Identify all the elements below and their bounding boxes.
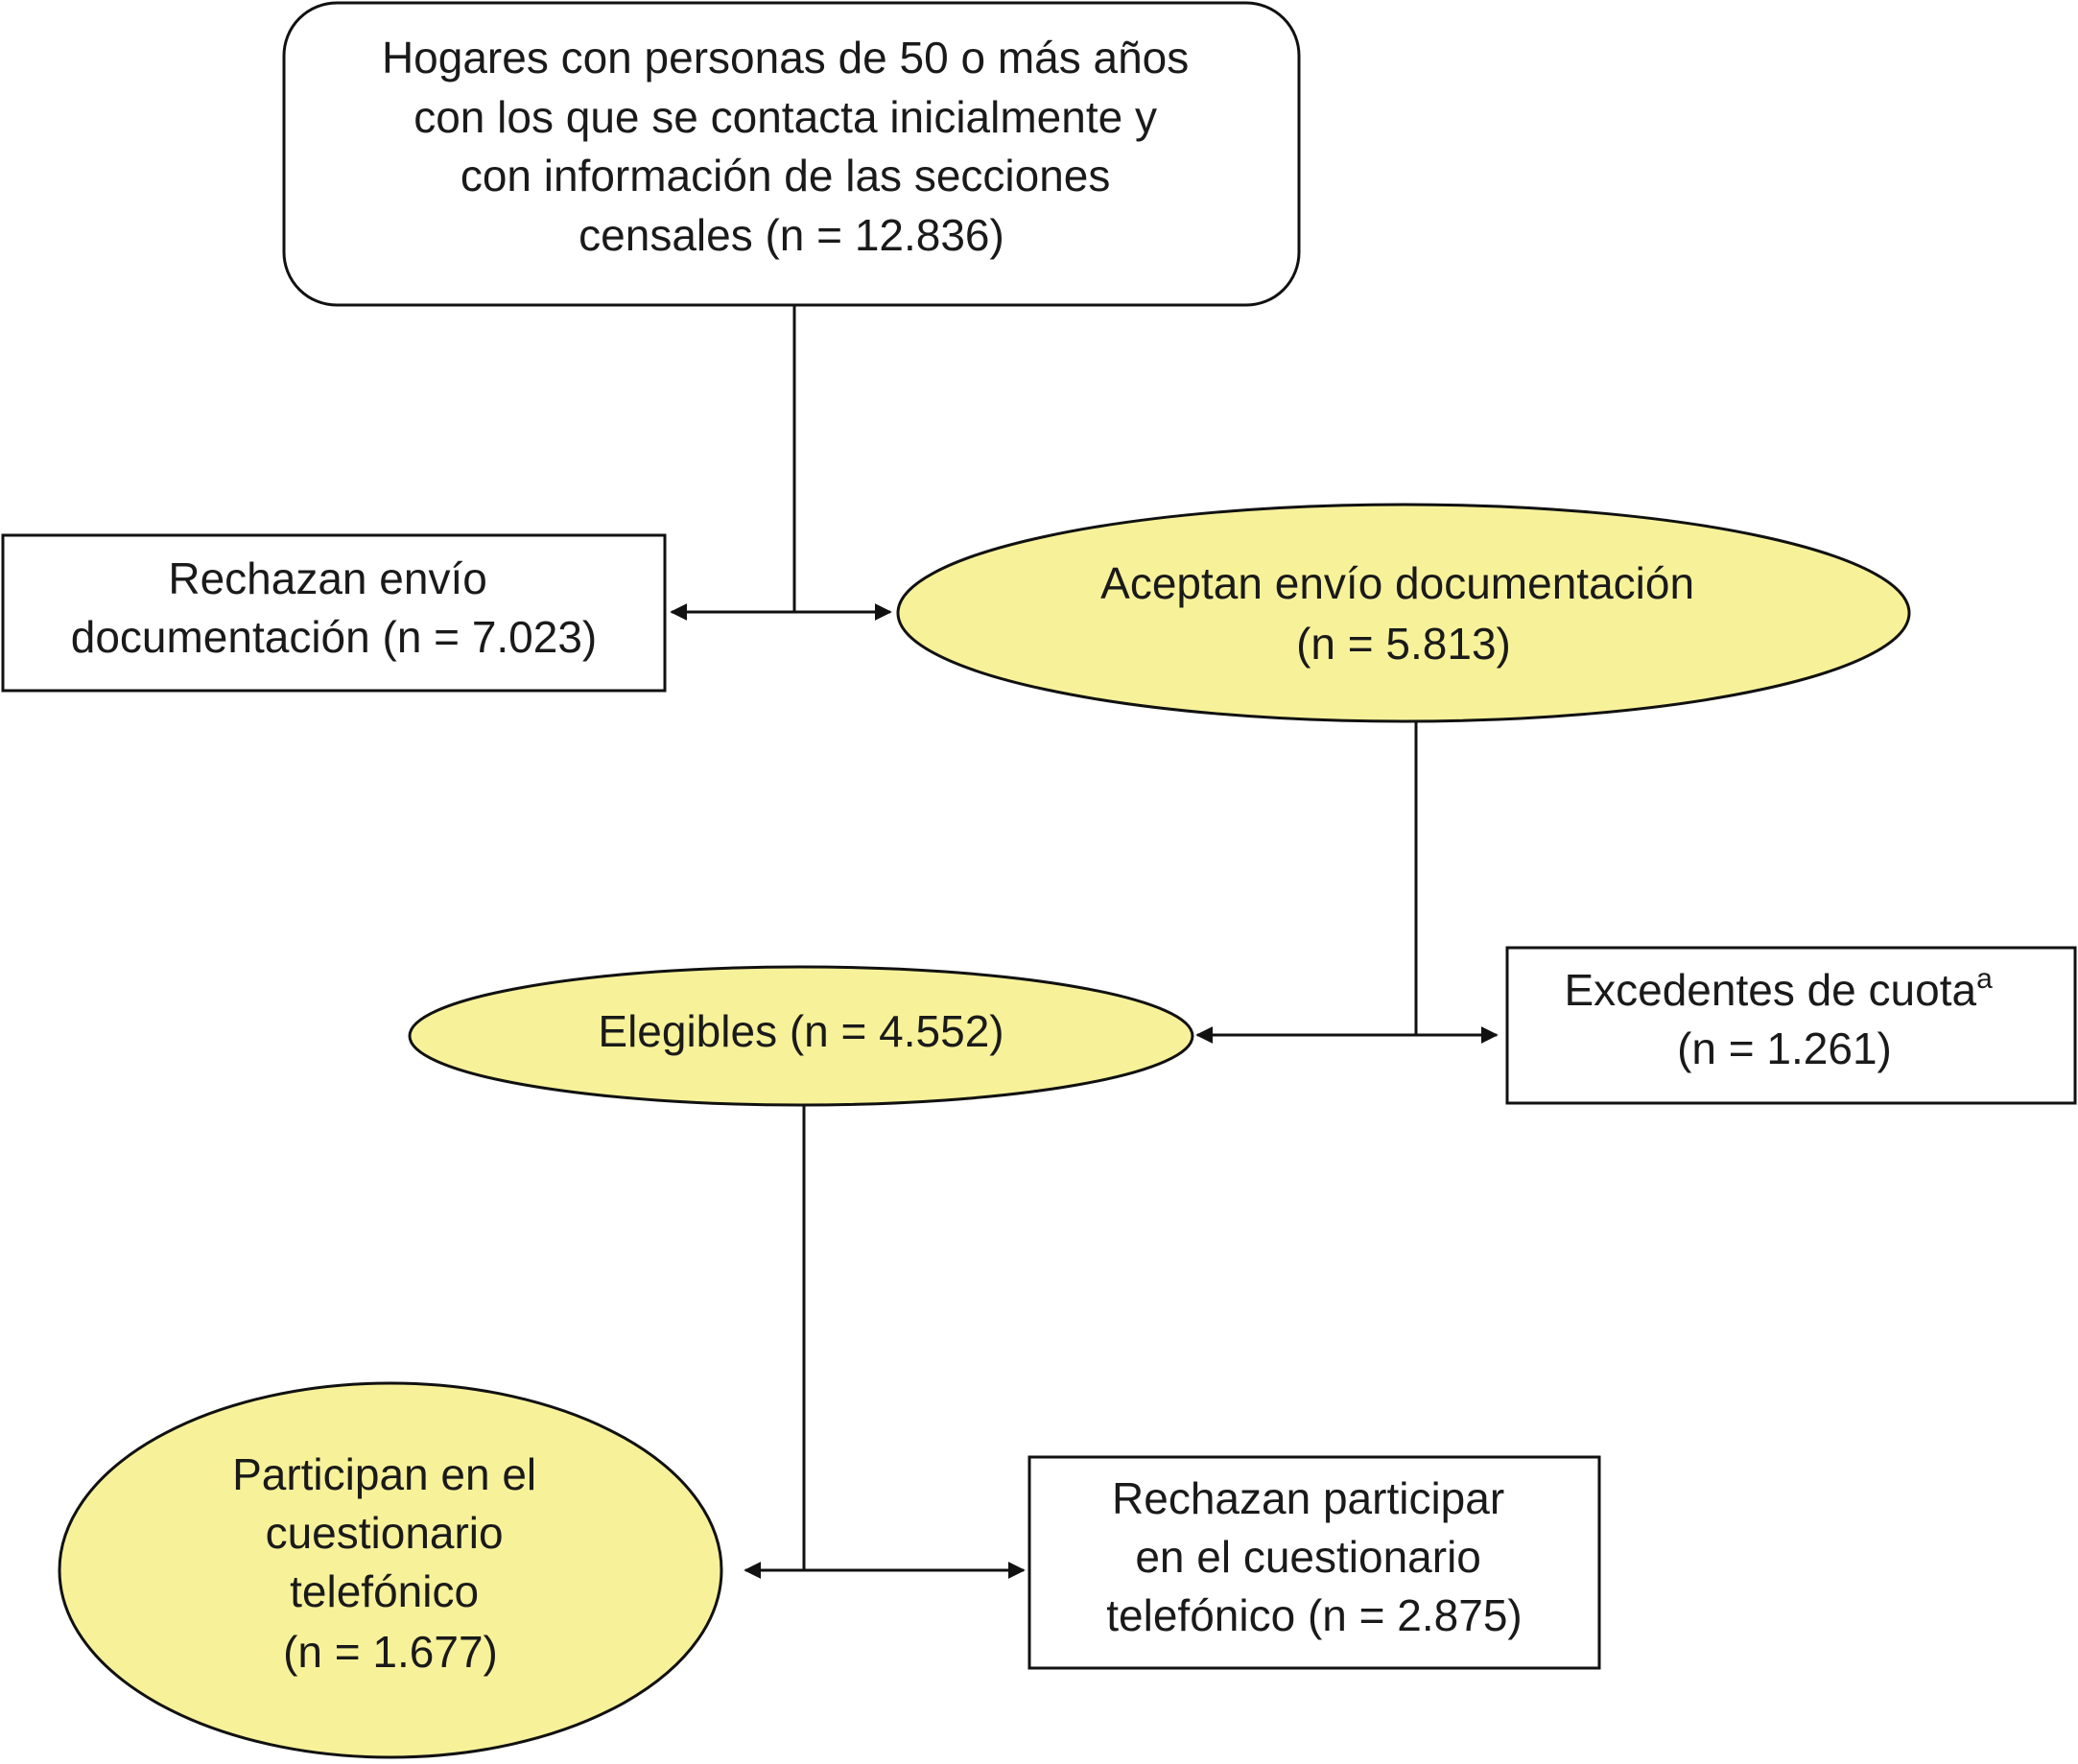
node-aceptan-envio-text: Aceptan envío documentación (n = 5.813) (1100, 558, 1707, 669)
node-hogares: Hogares con personas de 50 o más años co… (282, 1, 1301, 307)
connectors (670, 305, 1499, 1579)
node-hogares-text: Hogares con personas de 50 o más años co… (382, 33, 1201, 260)
node-participan-text: Participan en el cuestionario telefónico… (232, 1449, 549, 1677)
node-rechazan-participar-text: Rechazan participar en el cuestionario t… (1106, 1473, 1522, 1640)
node-rechazan-envio-text: Rechazan envío documentación (n = 7.023) (71, 553, 598, 662)
node-elegibles-text: Elegibles (n = 4.552) (598, 1006, 1004, 1056)
node-participan: Participan en el cuestionario telefónico… (58, 1381, 723, 1759)
node-elegibles: Elegibles (n = 4.552) (408, 965, 1194, 1107)
node-aceptan-envio: Aceptan envío documentación (n = 5.813) (896, 503, 1911, 723)
node-excedentes-text: Excedentes de cuotaa (n = 1.261) (1564, 948, 2004, 1073)
node-rechazan-envio: Rechazan envío documentación (n = 7.023) (1, 533, 667, 693)
node-excedentes: Excedentes de cuotaa (n = 1.261) (1505, 946, 2077, 1105)
node-rechazan-participar: Rechazan participar en el cuestionario t… (1027, 1455, 1601, 1670)
